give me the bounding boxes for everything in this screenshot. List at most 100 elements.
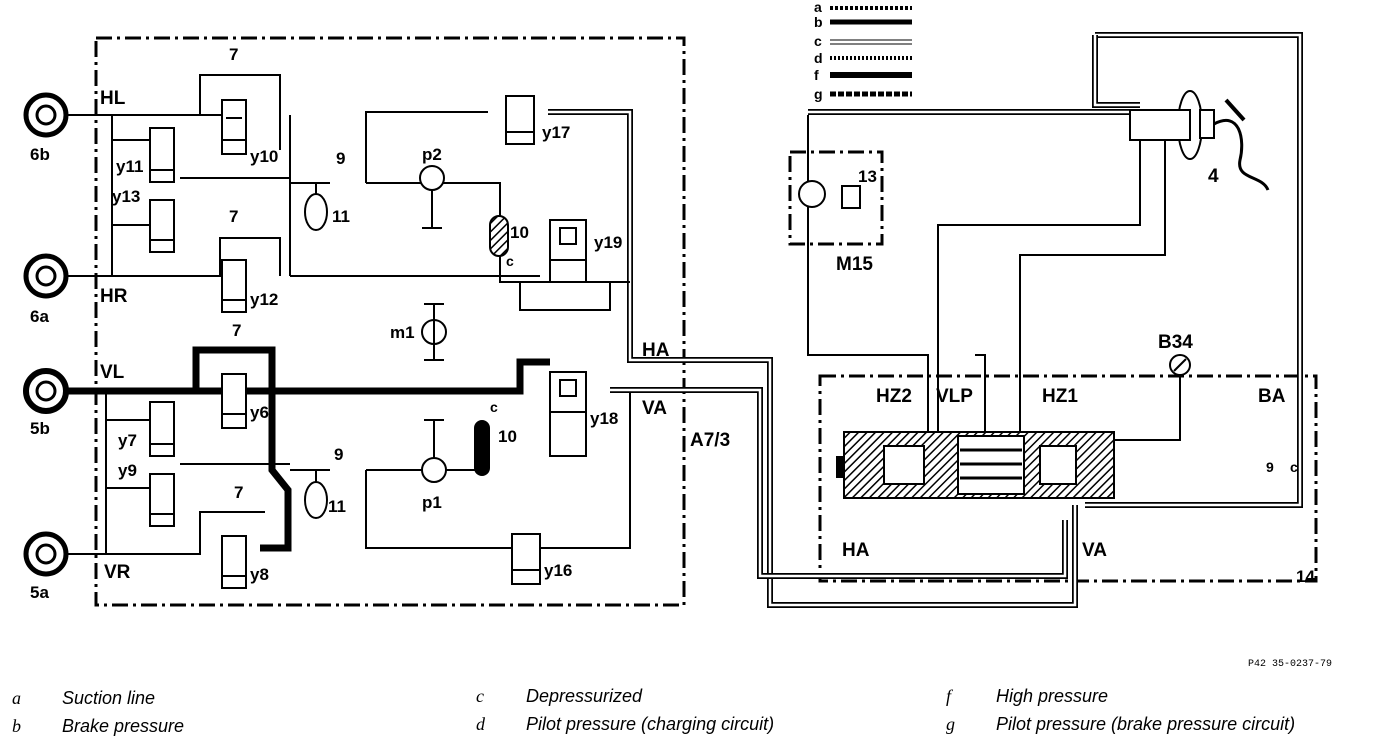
- port-label-ha-tandem: HA: [842, 540, 870, 561]
- valve-y8: [221, 535, 247, 589]
- valve-label-y6: y6: [250, 403, 269, 422]
- brake-booster-4: [1129, 90, 1270, 191]
- valve-y13: [149, 199, 175, 253]
- part-label-7-d: 7: [234, 483, 243, 502]
- valve-y6: [221, 373, 247, 429]
- part-label-7-a: 7: [229, 45, 238, 64]
- wheel-label-5b: 5b: [30, 419, 50, 438]
- valve-y18: [549, 371, 587, 457]
- valve-label-y18: y18: [590, 409, 618, 428]
- accumulator-10-lower: [474, 420, 490, 476]
- legend-key-g: g: [946, 714, 955, 734]
- wheel-label-5a: 5a: [30, 583, 49, 602]
- part-label-c-lower: c: [490, 399, 498, 415]
- line-label-hl: HL: [100, 88, 126, 109]
- legend: a Suction line b Brake pressure c Depres…: [12, 686, 1295, 736]
- port-label-ba: BA: [1258, 386, 1286, 407]
- legend-key-f: f: [946, 686, 954, 706]
- valve-label-y13: y13: [112, 187, 140, 206]
- motor-m1: [421, 303, 447, 361]
- line-label-vr: VR: [104, 562, 131, 583]
- pump-m15: [798, 180, 861, 209]
- part-label-11-b: 11: [328, 497, 346, 516]
- unit-label-m15: M15: [836, 254, 873, 275]
- legend-key-b: b: [12, 716, 21, 736]
- legend-text-d: Pilot pressure (charging circuit): [526, 714, 774, 734]
- part-label-9-b: 9: [334, 445, 343, 464]
- tandem-master-cylinder: [836, 431, 1115, 499]
- legend-text-c: Depressurized: [526, 686, 643, 706]
- valve-y11: [149, 127, 175, 183]
- pump-p1: [421, 419, 447, 483]
- rear-circuit-pipes: [66, 74, 1078, 608]
- wheel-brake-6b: [23, 92, 69, 138]
- legend-text-f: High pressure: [996, 686, 1108, 706]
- port-label-hz1: HZ1: [1042, 386, 1078, 407]
- port-label-hz2: HZ2: [876, 386, 912, 407]
- damper-11-lower: [304, 470, 328, 519]
- valve-y10: [221, 99, 247, 155]
- drawing-reference: P42 35-0237-79: [1248, 659, 1332, 670]
- front-circuit-pipes: [66, 346, 1068, 579]
- damper-11-upper: [304, 183, 328, 231]
- wheel-brake-6a: [23, 253, 69, 299]
- legend-text-a: Suction line: [62, 688, 155, 708]
- a73-unit-boundary: [94, 36, 686, 607]
- valve-label-y16: y16: [544, 561, 572, 580]
- part-label-7-c: 7: [232, 321, 241, 340]
- line-samples: [830, 6, 912, 97]
- valve-label-y11: y11: [116, 157, 143, 176]
- valve-y12: [221, 259, 247, 313]
- legend-key-c: c: [476, 686, 484, 706]
- part-label-9-return: 9: [1266, 459, 1274, 475]
- unit-label-a73: A7/3: [690, 430, 730, 451]
- part-label-10-b: 10: [498, 427, 517, 446]
- part-label-p2: p2: [422, 145, 442, 164]
- valve-label-y9: y9: [118, 461, 137, 480]
- legend-key-a: a: [12, 688, 21, 708]
- valve-y19: [549, 219, 587, 283]
- legend-text-g: Pilot pressure (brake pressure circuit): [996, 714, 1295, 734]
- line-label-vl: VL: [100, 362, 125, 383]
- valve-label-y12: y12: [250, 290, 278, 309]
- component-label-4: 4: [1208, 166, 1219, 187]
- wheel-label-6a: 6a: [30, 307, 49, 326]
- valve-y7: [149, 401, 175, 457]
- valve-label-y10: y10: [250, 147, 278, 166]
- line-label-hr: HR: [100, 286, 128, 307]
- valve-y17: [505, 95, 535, 145]
- valve-label-y19: y19: [594, 233, 622, 252]
- valve-label-y7: y7: [118, 431, 137, 450]
- unit-label-14: 14: [1296, 567, 1315, 586]
- part-label-7-b: 7: [229, 207, 238, 226]
- valve-label-y17: y17: [542, 123, 570, 142]
- sample-key-c: c: [814, 33, 822, 49]
- legend-text-b: Brake pressure: [62, 716, 184, 736]
- part-label-p1: p1: [422, 493, 442, 512]
- port-label-va-tandem: VA: [1082, 540, 1107, 561]
- sample-key-a: a: [814, 0, 822, 15]
- pressure-sensor-b34: [1169, 354, 1191, 376]
- outlet-label-ha: HA: [642, 340, 670, 361]
- wheel-brake-5b: [23, 368, 69, 414]
- m15-boundary: [788, 150, 884, 246]
- wheel-label-6b: 6b: [30, 145, 50, 164]
- port-label-vlp: VLP: [936, 386, 973, 407]
- sample-key-b: b: [814, 14, 823, 30]
- part-label-10-a: 10: [510, 223, 529, 242]
- valve-y9: [149, 473, 175, 527]
- outlet-label-va: VA: [642, 398, 667, 419]
- sample-key-f: f: [814, 67, 819, 83]
- part-label-13: 13: [858, 167, 877, 186]
- sample-key-g: g: [814, 86, 823, 102]
- pump-p2: [419, 165, 445, 229]
- wheel-brake-5a: [23, 531, 69, 577]
- sample-key-d: d: [814, 50, 823, 66]
- part-label-m1: m1: [390, 323, 415, 342]
- valve-label-y8: y8: [250, 565, 269, 584]
- tandem-unit-boundary: [818, 374, 1318, 583]
- sensor-label-b34: B34: [1158, 332, 1193, 353]
- part-label-9-a: 9: [336, 149, 345, 168]
- part-label-c-upper: c: [506, 253, 514, 269]
